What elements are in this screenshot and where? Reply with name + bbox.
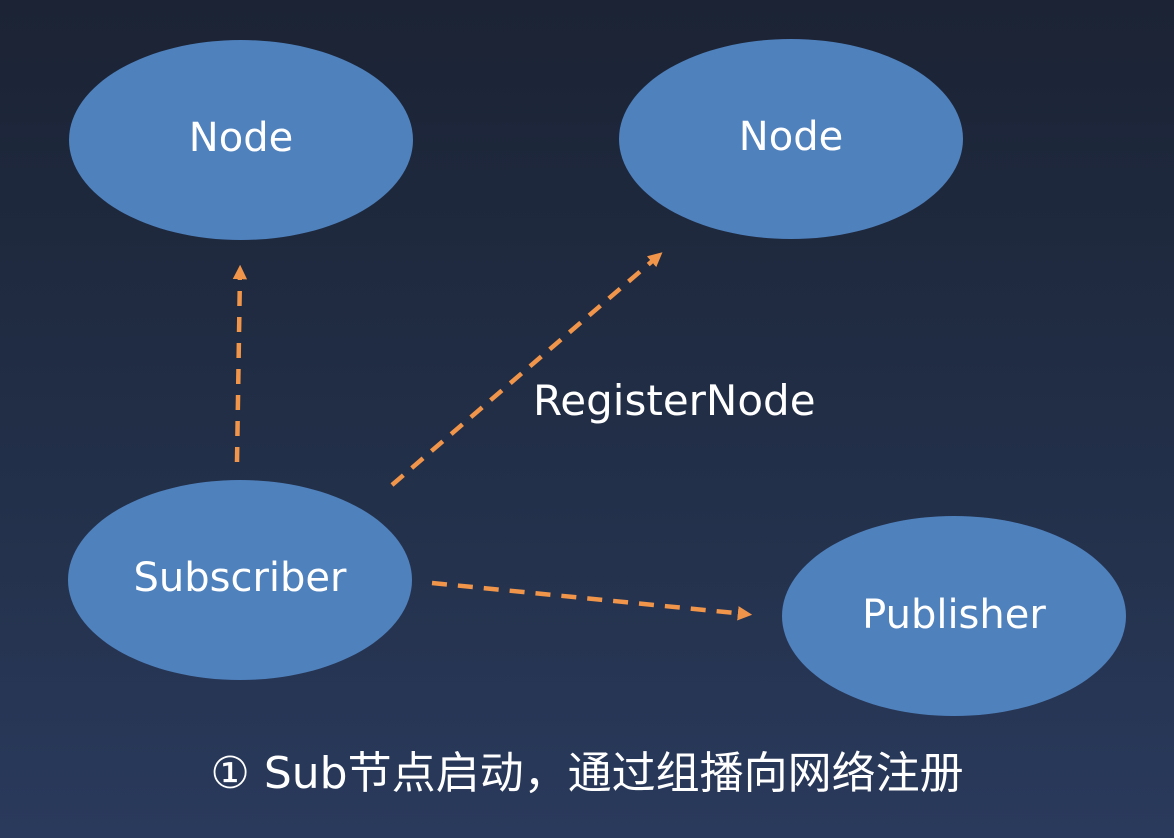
arrow-subscriber-to-node-left — [232, 264, 248, 463]
node-top-left — [69, 40, 413, 240]
node-top-right-label: Node — [739, 114, 843, 160]
node-top-left-label: Node — [189, 115, 293, 161]
subscriber-node — [68, 480, 412, 680]
publisher-node — [782, 516, 1126, 716]
node-top-right — [619, 39, 963, 239]
publisher-node-label: Publisher — [862, 592, 1046, 638]
subscriber-node-label: Subscriber — [134, 555, 348, 601]
arrow-subscriber-to-publisher — [431, 580, 753, 621]
register-node-label: RegisterNode — [533, 376, 816, 425]
slide-caption: ① Sub节点启动，通过组播向网络注册 — [210, 748, 964, 799]
arrow-subscriber-to-node-right — [390, 252, 663, 487]
